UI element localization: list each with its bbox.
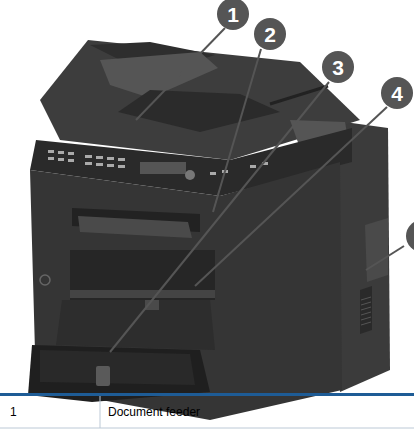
callout-number: 2: [264, 24, 276, 45]
table-cell: 1: [10, 406, 17, 418]
callout-number: 3: [332, 57, 344, 78]
callout-number: 1: [227, 4, 239, 25]
table-cell: Document feeder: [108, 406, 200, 418]
callout-number: 4: [391, 83, 403, 104]
